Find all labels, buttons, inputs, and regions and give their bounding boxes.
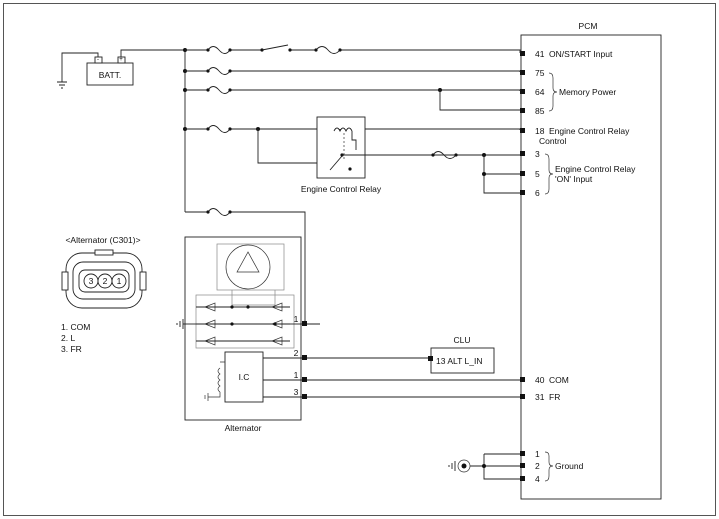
pcm-title: PCM: [579, 21, 598, 31]
pin-label: Engine Control Relay: [549, 126, 630, 136]
pin-number: 2: [535, 461, 540, 471]
connector-pin-1: 1: [117, 276, 122, 286]
pcm-pin-41: 41 ON/START Input: [520, 49, 613, 59]
battery: BATT. - +: [86, 56, 134, 86]
switch-icon: [261, 44, 289, 51]
pin-label: ON/START Input: [549, 49, 613, 59]
clu-title: CLU: [453, 335, 470, 345]
pin-number: 4: [535, 474, 540, 484]
connector-legend-2: 2. L: [61, 333, 75, 343]
pcm-module: PCM: [520, 21, 662, 500]
fuse-icon: [207, 125, 231, 133]
alternator-pin-2: 2: [294, 348, 299, 358]
connector-pin-2: 2: [103, 276, 108, 286]
pin-number: 18: [535, 126, 545, 136]
ground-symbol: [57, 81, 67, 89]
ground-symbol: [204, 393, 209, 401]
connector-legend-1: 1. COM: [61, 322, 90, 332]
alternator-label: Alternator: [225, 423, 262, 433]
fuse-icon: [315, 46, 341, 54]
pin-number: 75: [535, 68, 545, 78]
battery-minus: -: [97, 57, 99, 63]
pcm-pin-64: 64: [520, 87, 545, 97]
memory-power-label: Memory Power: [559, 87, 616, 97]
fuse-icon: [207, 86, 231, 94]
relay-contact-icon: [329, 155, 343, 171]
fuse-icon: [207, 208, 231, 216]
pcm-pin-2: 2: [520, 461, 540, 471]
engine-control-relay: Engine Control Relay: [301, 116, 520, 194]
relay-label: Engine Control Relay: [301, 184, 382, 194]
chassis-ground-icon: [448, 459, 471, 473]
pin-number: 5: [535, 169, 540, 179]
alternator-pin-1: 1: [294, 370, 299, 380]
stator-icon: [225, 244, 271, 290]
fuse-icon: [432, 151, 457, 159]
connector-pin-3: 3: [89, 276, 94, 286]
pin-number: 6: [535, 188, 540, 198]
alternator: Alternator 1 I.C 2 1 3: [176, 236, 302, 433]
alternator-pin-3: 3: [294, 387, 299, 397]
pin-number: 64: [535, 87, 545, 97]
field-coil-icon: [217, 367, 221, 393]
pcm-pin-1: 1: [520, 449, 540, 459]
pin-number: 31: [535, 392, 545, 402]
relay-coil-icon: [333, 127, 353, 133]
pin-number: 1: [535, 449, 540, 459]
battery-plus: +: [119, 57, 123, 63]
pcm-pin-4: 4: [520, 474, 540, 484]
alternator-connector: <Alternator (C301)> 3 2 1 1. COM 2. L 3.…: [61, 235, 147, 354]
pin-number: 40: [535, 375, 545, 385]
pin-number: 3: [535, 149, 540, 159]
ecr-on-input-label-1: Engine Control Relay: [555, 164, 636, 174]
pcm-pin-18: 18 Engine Control Relay: [520, 126, 630, 136]
pin-number: 85: [535, 106, 545, 116]
fuse-icon: [207, 67, 231, 75]
pcm-pin-75: 75: [520, 68, 545, 78]
ground-symbol: [176, 319, 184, 329]
clu-module: CLU 13 ALT L_IN: [428, 335, 495, 374]
connector-title: <Alternator (C301)>: [65, 235, 140, 245]
connector-legend-3: 3. FR: [61, 344, 82, 354]
pcm-pin-3: 3: [520, 149, 540, 159]
battery-label: BATT.: [99, 70, 122, 80]
pcm-pin-31: 31 FR: [520, 392, 560, 402]
relay-control-label: Control: [539, 136, 567, 146]
ic-label: I.C: [239, 372, 250, 382]
pcm-pin-6: 6: [520, 188, 540, 198]
alternator-pin-1-top: 1: [294, 314, 299, 324]
pin-label: FR: [549, 392, 560, 402]
ecr-on-input-label-2: 'ON' Input: [555, 174, 593, 184]
clu-pin-label: 13 ALT L_IN: [436, 356, 482, 366]
pcm-pin-5: 5: [520, 169, 540, 179]
pcm-pin-40: 40 COM: [520, 375, 569, 385]
ground-label: Ground: [555, 461, 584, 471]
pin-number: 41: [535, 49, 545, 59]
fuse-icon: [207, 46, 231, 54]
diagram-border: [3, 3, 716, 516]
pcm-pin-85: 85: [520, 106, 545, 116]
pin-label: COM: [549, 375, 569, 385]
